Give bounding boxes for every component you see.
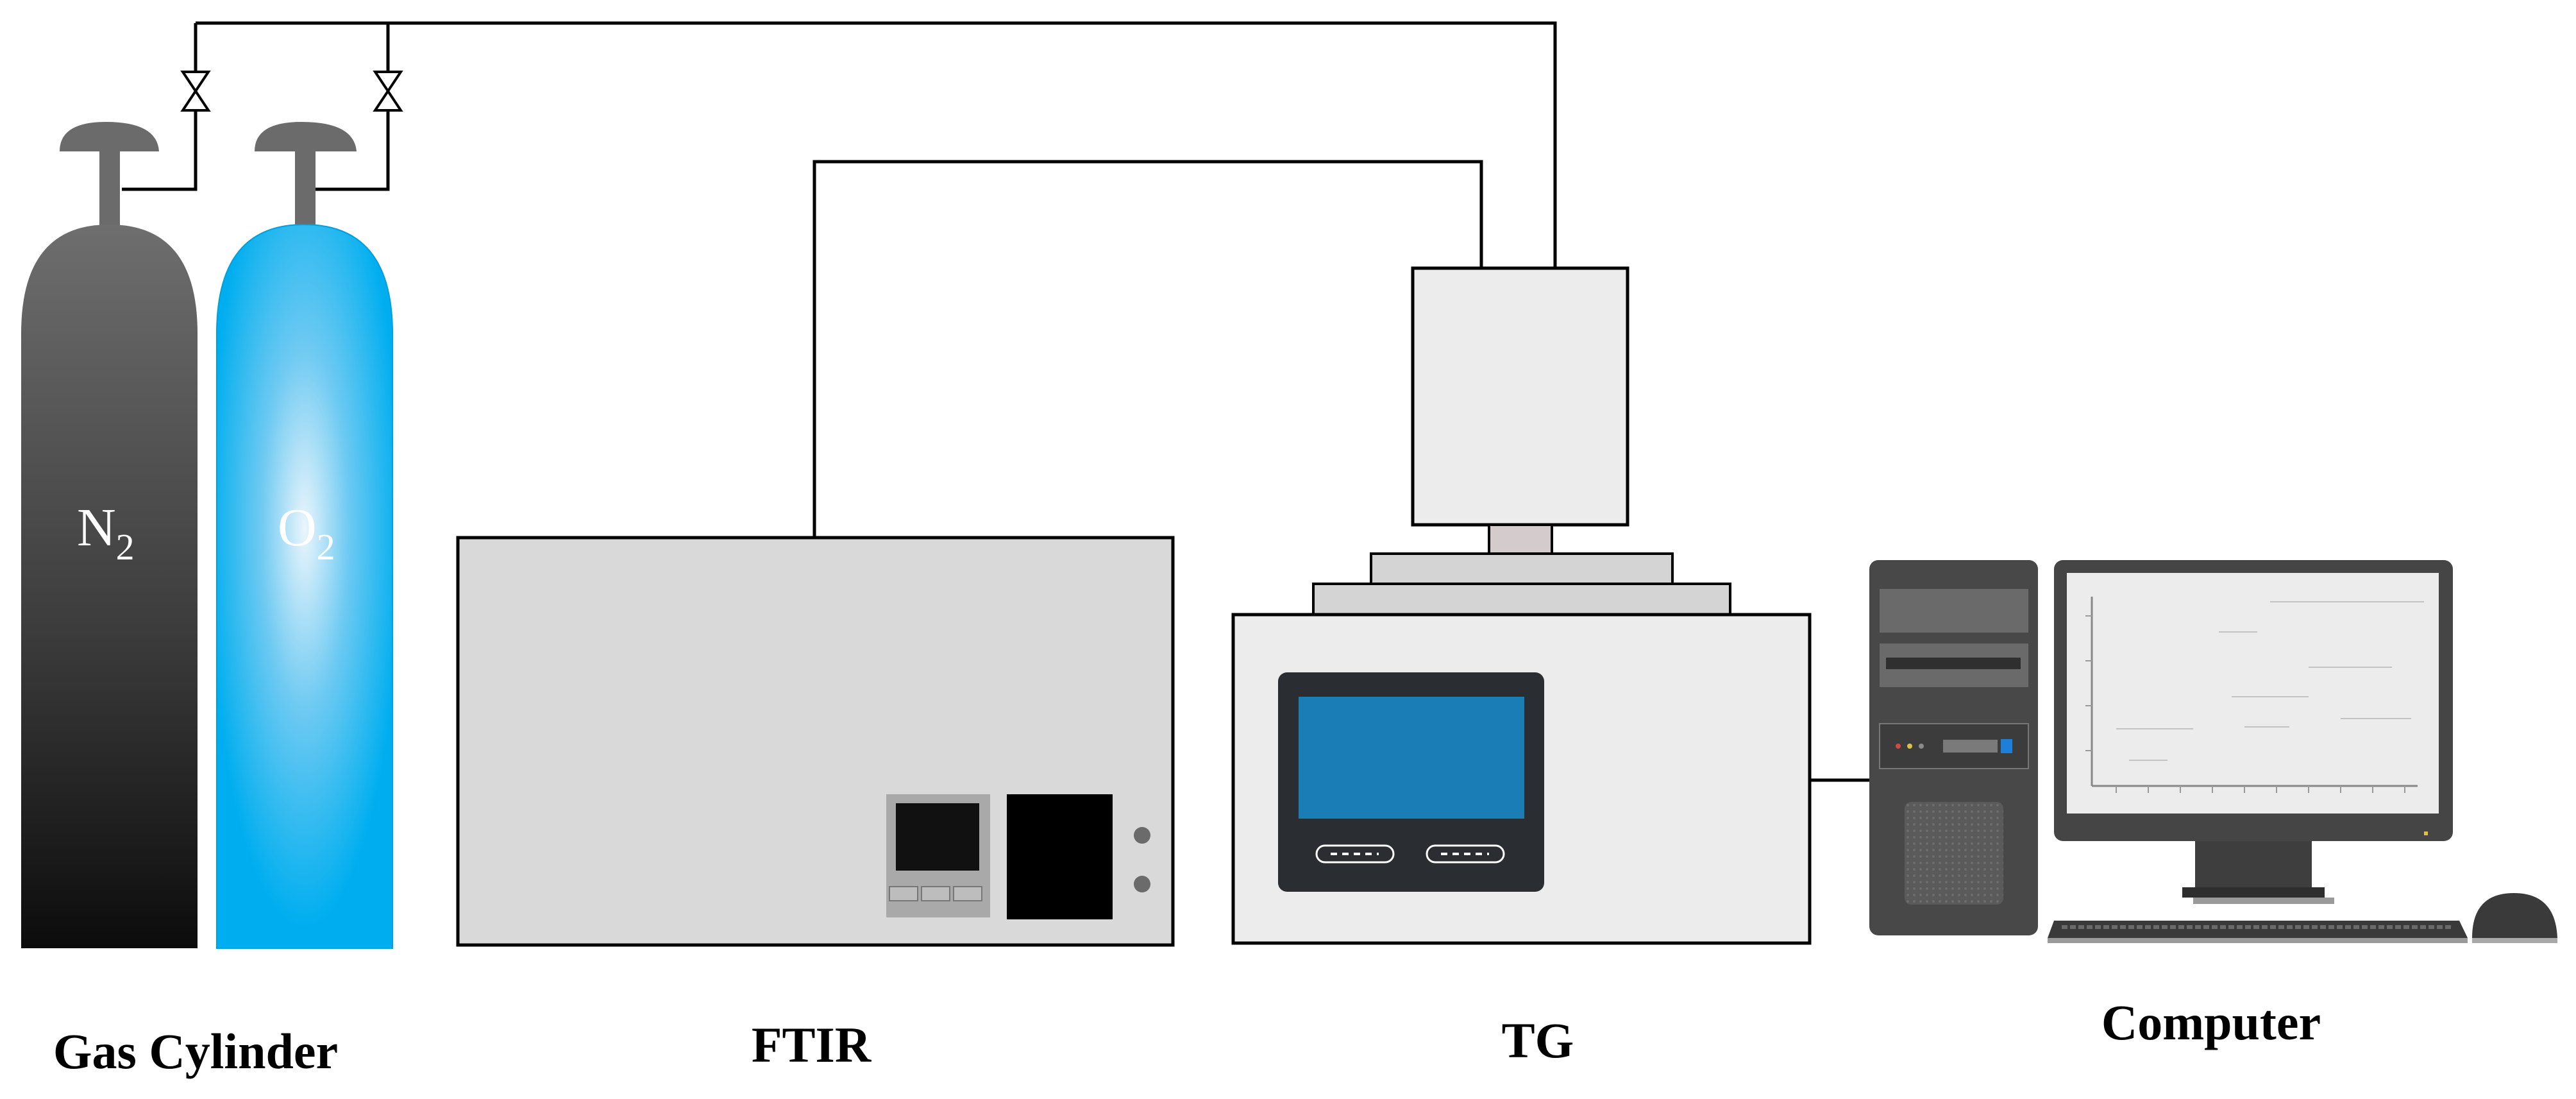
ftir-key[interactable] bbox=[889, 886, 918, 901]
keyboard-icon[interactable] bbox=[2048, 921, 2468, 943]
ftir-caption: FTIR bbox=[752, 1017, 872, 1073]
o2-cylinder: O2 bbox=[216, 122, 393, 949]
gas-cylinder-caption: Gas Cylinder bbox=[53, 1023, 338, 1079]
n2-cylinder-body bbox=[21, 225, 198, 948]
computer-caption: Computer bbox=[2101, 994, 2321, 1050]
tg-screen[interactable] bbox=[1299, 697, 1524, 819]
ftir-key[interactable] bbox=[921, 886, 950, 901]
computer-monitor[interactable] bbox=[2054, 560, 2453, 904]
o2-cylinder-cap-icon bbox=[255, 122, 357, 151]
computer bbox=[1869, 560, 2557, 943]
n2-cylinder-cap-icon bbox=[60, 122, 159, 151]
gate-valve-icon[interactable] bbox=[180, 71, 211, 112]
tg-caption: TG bbox=[1502, 1012, 1574, 1068]
n2-cylinder: N2 bbox=[21, 122, 198, 948]
ftir-black-panel bbox=[1007, 794, 1113, 919]
tg-platform-top bbox=[1370, 552, 1674, 585]
gate-valve-icon[interactable] bbox=[373, 71, 403, 112]
o2-label: O2 bbox=[278, 498, 335, 568]
computer-tower[interactable] bbox=[1869, 560, 2038, 935]
ftir-display bbox=[896, 803, 979, 871]
ftir-indicator-light bbox=[1134, 876, 1150, 892]
tg-furnace bbox=[1411, 266, 1629, 527]
gas-supply-line bbox=[196, 21, 1557, 268]
n2-label: N2 bbox=[77, 498, 135, 568]
ftir-instrument bbox=[456, 536, 1175, 947]
ftir-indicator-light bbox=[1134, 827, 1150, 844]
ftir-tg-transfer-line bbox=[812, 160, 1483, 538]
tg-platform-base bbox=[1312, 583, 1731, 616]
tg-button[interactable] bbox=[1315, 844, 1395, 864]
ftir-key[interactable] bbox=[953, 886, 982, 901]
mouse-icon[interactable] bbox=[2472, 893, 2557, 943]
tg-instrument bbox=[1231, 266, 1812, 945]
o2-cylinder-body bbox=[216, 223, 393, 949]
tg-button[interactable] bbox=[1426, 844, 1505, 864]
tg-furnace-neck bbox=[1488, 524, 1553, 555]
